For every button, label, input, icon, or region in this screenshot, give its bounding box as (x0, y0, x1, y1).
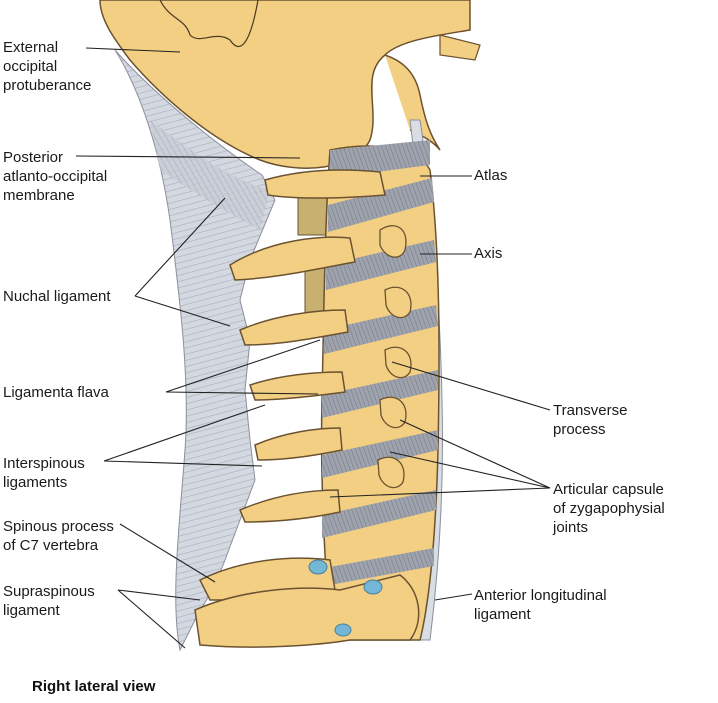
disc-bands (322, 140, 438, 586)
nuchal-ligament-area (114, 49, 276, 652)
figure-caption: Right lateral view (32, 678, 156, 695)
label-posterior-atlanto-occipital-membrane: Posterior atlanto-occipital membrane (3, 149, 108, 204)
label-articular-capsule: Articular capsule of zygapophysial joint… (553, 481, 665, 536)
label-supraspinous-ligament: Supraspinous ligament (3, 583, 95, 619)
occipital-bone (99, 0, 481, 169)
label-nuchal-ligament: Nuchal ligament (3, 288, 111, 305)
label-ligamenta-flava: Ligamenta flava (3, 384, 109, 401)
label-atlas: Atlas (474, 167, 508, 184)
label-transverse-process: Transverse process (553, 402, 628, 438)
label-axis: Axis (474, 245, 503, 262)
label-anterior-longitudinal-ligament: Anterior longitudinal ligament (474, 587, 607, 623)
c7-vertebra (194, 559, 420, 648)
leader-lines (75, 47, 551, 649)
label-interspinous-ligaments: Interspinous ligaments (3, 455, 85, 491)
label-spinous-process-c7: Spinous process of C7 vertebra (3, 518, 114, 554)
label-external-occipital-protuberance: External occipital protuberance (3, 39, 92, 94)
